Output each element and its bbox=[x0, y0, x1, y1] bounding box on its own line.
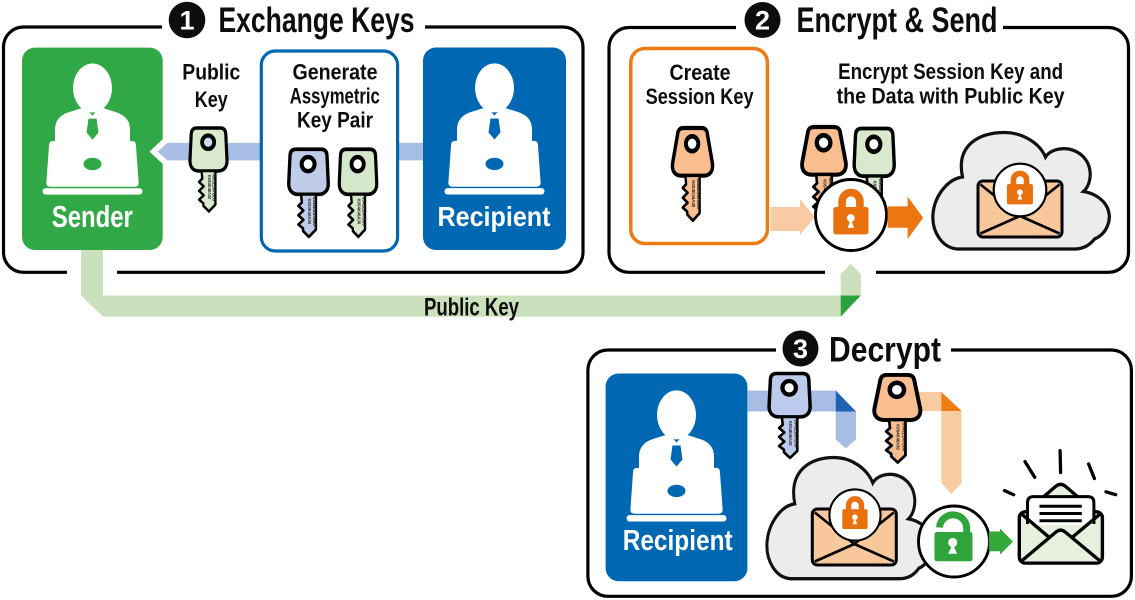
svg-text:1: 1 bbox=[179, 6, 194, 36]
svg-text:Exchange Keys: Exchange Keys bbox=[219, 0, 415, 40]
svg-text:Create: Create bbox=[670, 60, 731, 85]
svg-text:3: 3 bbox=[793, 334, 808, 364]
svg-text:Recipient: Recipient bbox=[438, 201, 551, 232]
svg-text:Key Pair: Key Pair bbox=[297, 108, 373, 133]
svg-text:Assymetric: Assymetric bbox=[290, 84, 380, 109]
svg-text:Public: Public bbox=[182, 60, 240, 85]
svg-text:Recipient: Recipient bbox=[623, 525, 733, 557]
svg-text:Encrypt Session Key and: Encrypt Session Key and bbox=[838, 59, 1063, 84]
svg-text:Session Key: Session Key bbox=[646, 84, 755, 109]
svg-text:2: 2 bbox=[755, 6, 770, 36]
svg-text:Decrypt: Decrypt bbox=[829, 330, 941, 370]
svg-text:Key: Key bbox=[195, 87, 229, 112]
svg-text:Sender: Sender bbox=[52, 199, 133, 234]
svg-text:Encrypt & Send: Encrypt & Send bbox=[797, 0, 998, 40]
svg-text:Public Key: Public Key bbox=[424, 293, 519, 321]
svg-text:Generate: Generate bbox=[293, 60, 378, 85]
svg-text:the Data with Public Key: the Data with Public Key bbox=[837, 84, 1066, 109]
